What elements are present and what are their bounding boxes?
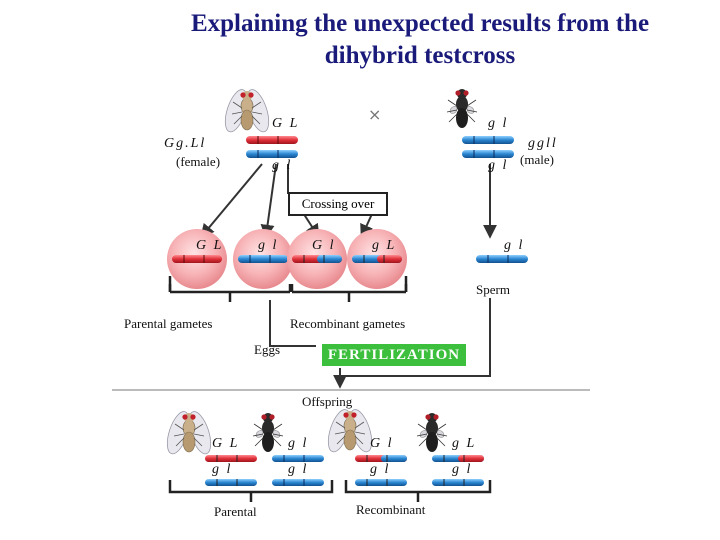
- offspring-fly-4-icon: [416, 412, 448, 453]
- egg-1: [167, 229, 227, 289]
- offspring-4-top: g L: [452, 436, 477, 451]
- egg-4: [347, 229, 407, 289]
- fertilization-box: FERTILIZATION: [322, 344, 466, 366]
- female-genotype: Gg.Ll: [164, 136, 207, 151]
- sperm-connector: [346, 298, 491, 377]
- offspring-3-bottom: g l: [370, 462, 391, 477]
- egg-3-alleles: G l: [312, 238, 336, 253]
- offspring-1-chromosomes: [205, 455, 257, 486]
- bracket-sides: [168, 276, 408, 292]
- offspring-label: Offspring: [302, 394, 353, 409]
- arrow-to-egg1: [200, 163, 263, 239]
- parental-offspring-label: Parental: [214, 504, 257, 519]
- title-line-1: Explaining the unexpected results from t…: [190, 10, 650, 37]
- eggs-connector: [269, 300, 316, 347]
- female-bottom-alleles: g l: [272, 158, 293, 173]
- egg-2-alleles: g l: [258, 238, 279, 253]
- offspring-fly-2-icon: [252, 412, 284, 453]
- female-chromosome-red: [246, 136, 298, 144]
- bracket-recombinant-gametes: [290, 284, 408, 302]
- bracket-recombinant-offspring: [344, 480, 492, 502]
- egg-3: [287, 229, 347, 289]
- sperm-chromosome: [476, 255, 528, 263]
- fly-mutant-icon: [446, 88, 478, 129]
- fly-wildtype-icon: [220, 86, 274, 135]
- offspring-2-chromosomes: [272, 455, 324, 486]
- male-chromosome-1: [462, 136, 514, 144]
- arrow-to-egg2: [260, 163, 277, 239]
- egg-4-alleles: g L: [372, 238, 397, 253]
- female-chromosome-blue: [246, 150, 298, 158]
- offspring-2-bottom: g l: [288, 462, 309, 477]
- sperm-label: Sperm: [476, 282, 510, 297]
- offspring-3-top: G l: [370, 436, 394, 451]
- male-genotype: ggll: [528, 136, 558, 151]
- male-chromosome-2: [462, 150, 514, 158]
- male-label: (male): [520, 152, 554, 167]
- male-bottom-alleles: g l: [488, 158, 509, 173]
- offspring-1-top: G L: [212, 436, 240, 451]
- egg-2: [233, 229, 293, 289]
- offspring-3-chromosomes: [355, 455, 407, 486]
- page-title: Explaining the unexpected results from t…: [130, 8, 710, 72]
- offspring-1-bottom: g l: [212, 462, 233, 477]
- egg-1-alleles: G L: [196, 238, 224, 253]
- eggs-label: Eggs: [254, 342, 280, 357]
- female-label: (female): [176, 154, 221, 169]
- title-line-2: dihybrid testcross: [324, 42, 516, 69]
- recombinant-gametes-label: Recombinant gametes: [290, 316, 406, 331]
- parental-gametes-label: Parental gametes: [124, 316, 213, 331]
- female-top-alleles: G L: [272, 116, 300, 131]
- male-top-alleles: g l: [488, 116, 509, 131]
- recombinant-offspring-label: Recombinant: [356, 502, 426, 517]
- bracket-parental-offspring: [168, 480, 334, 502]
- cross-symbol: ×: [368, 105, 381, 124]
- crossing-over-box: Crossing over: [288, 192, 388, 216]
- offspring-4-bottom: g l: [452, 462, 473, 477]
- offspring-4-chromosomes: [432, 455, 484, 486]
- offspring-fly-1-icon: [162, 408, 216, 457]
- sperm-alleles: g l: [504, 238, 525, 253]
- offspring-fly-3-icon: [323, 406, 377, 455]
- offspring-2-top: g l: [288, 436, 309, 451]
